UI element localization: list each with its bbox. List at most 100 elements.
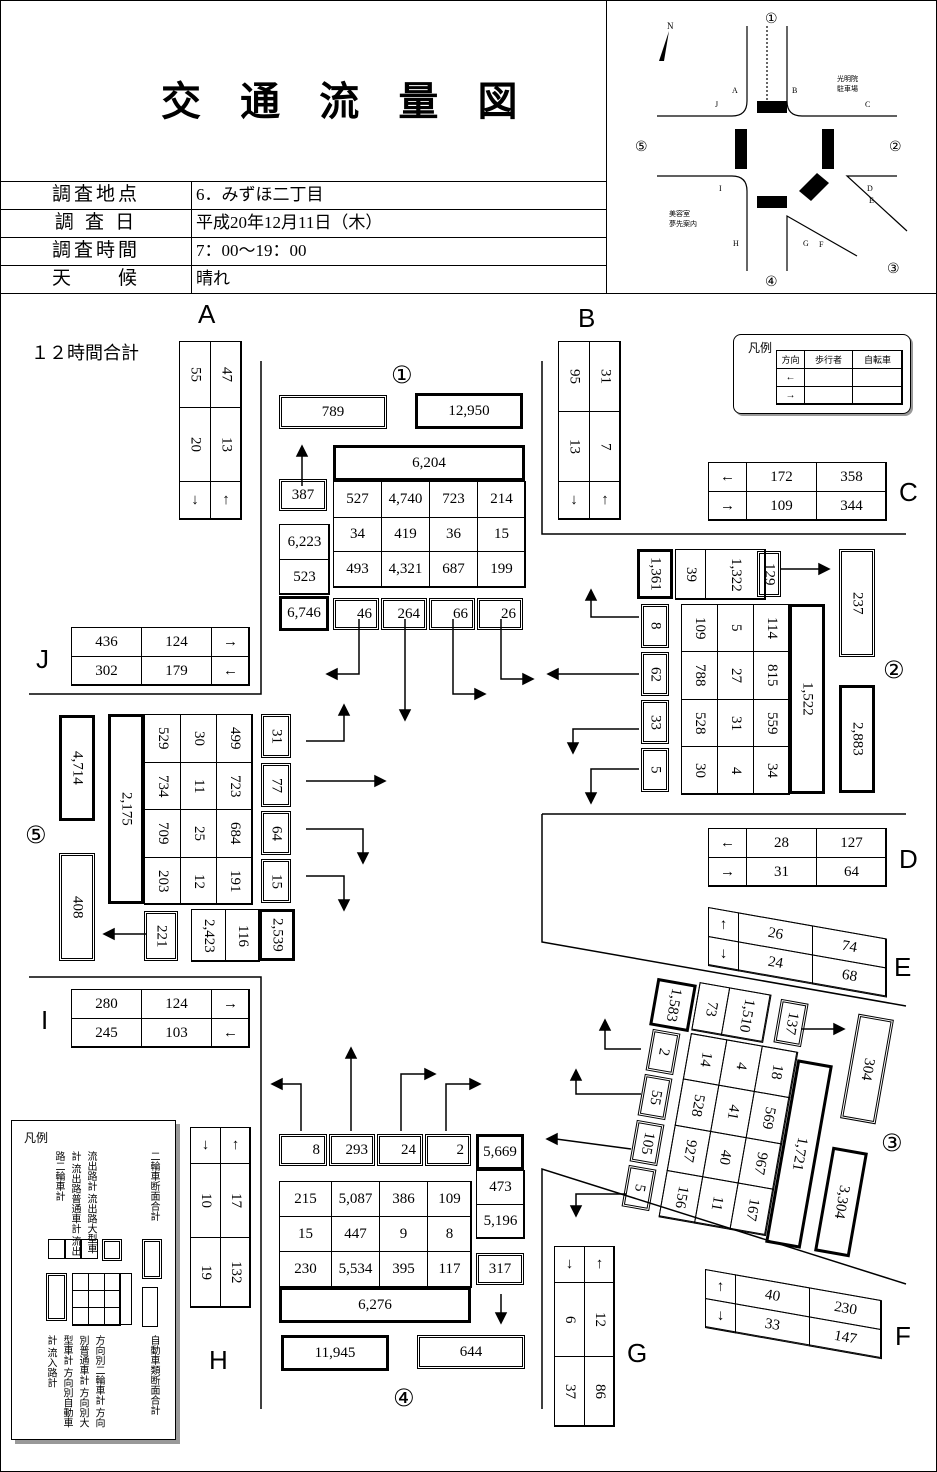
n2-moto-3: 33 [641, 700, 669, 744]
n2-out-total: 237 [839, 549, 875, 657]
svg-text:⑤: ⑤ [635, 139, 648, 155]
legend-top-labels: 流出路計 流出路大型車計 流出路普通車計 流出路二輪車計 [53, 1151, 96, 1256]
weather-label: 天 候 [51, 268, 140, 289]
page-title: 交 通 流 量 図 [161, 80, 532, 124]
svg-text:駐車場: 駐車場 [837, 84, 858, 93]
svg-text:A: A [732, 86, 738, 95]
time-label: 調査時間 [51, 240, 140, 261]
n4-side-total: 5,669 [476, 1134, 524, 1170]
svg-text:光明院: 光明院 [837, 74, 858, 83]
crosswalk-i-label: I [41, 1005, 49, 1035]
svg-text:④: ④ [765, 274, 778, 290]
legend-section-label: 二輪車断面合計 [148, 1151, 159, 1221]
node-2-label: ② [883, 656, 905, 684]
svg-text:②: ② [889, 139, 902, 155]
svg-text:美容室: 美容室 [669, 209, 690, 218]
n2-in-total: 1,522 [789, 604, 825, 794]
n4-out-moto: 317 [476, 1253, 524, 1285]
n5-moto-4: 15 [261, 859, 291, 903]
crosswalk-h-label: H [209, 1345, 228, 1375]
legend-section-label-2: 自動車類断面合計 [148, 1335, 159, 1415]
node-4-label: ④ [393, 1384, 415, 1412]
n4-moto-1: 8 [279, 1134, 327, 1166]
svg-text:③: ③ [887, 261, 900, 277]
svg-text:E: E [869, 196, 874, 205]
n4-section-total: 11,945 [281, 1335, 389, 1371]
legend-counts: 凡例 流出路計 流出路大型車計 流出路普通車計 流出路二輪車計 二輪車断面合計 … [11, 1120, 176, 1440]
crosswalk-a-table: 55 47 20 13 ↓ ↑ [179, 341, 242, 520]
node-1-label: ① [391, 361, 413, 389]
crosswalk-a-label: A [198, 299, 216, 329]
n1-section-total: 12,950 [415, 393, 523, 429]
total-label: １２時間合計 [31, 343, 139, 363]
n1-moto-4: 26 [477, 598, 523, 630]
crosswalk-j-label: J [36, 644, 49, 674]
node-5-label: ⑤ [25, 821, 47, 849]
n2-section-total: 2,883 [839, 685, 875, 793]
location-value: 6．みずほ二丁目 [196, 185, 324, 204]
n4-moto-3: 24 [377, 1134, 423, 1166]
n1-moto-2: 264 [381, 598, 427, 630]
n5-out-moto: 221 [144, 911, 178, 961]
north-label: N [667, 21, 674, 31]
n4-moto-4: 2 [425, 1134, 471, 1166]
legend-bottom-labels: 方向別二輪車計 方向別普通車計 方向別大型車計 方向別自動車計 流入路計 [45, 1335, 104, 1428]
n3-top-total: 1,583 [649, 977, 697, 1033]
n1-out-moto: 387 [279, 479, 327, 511]
header-divider [606, 1, 607, 293]
road-lines [29, 361, 907, 1409]
n4-in-total: 6,276 [279, 1287, 471, 1323]
n5-moto-2: 77 [261, 763, 291, 807]
crosswalk-c-label: C [899, 477, 918, 507]
n1-in-total: 6,204 [333, 445, 525, 481]
svg-text:B: B [792, 86, 797, 95]
legend-crosswalk: 凡例 方向 歩行者 自転車 ← → [733, 334, 911, 414]
n4-out-total: 644 [417, 1335, 525, 1369]
crosswalk-g-label: G [627, 1338, 648, 1368]
crosswalk-e-label: E [894, 952, 912, 982]
crosswalk-b-table: 95 31 13 7 ↓ ↑ [558, 341, 621, 520]
n1-moto-3: 66 [429, 598, 475, 630]
n2-moto-4: 5 [641, 748, 669, 792]
n2-moto-top: 129 [757, 551, 781, 597]
n5-in-total: 2,175 [108, 714, 144, 904]
svg-text:J: J [715, 100, 718, 109]
date-label: 調 査 日 [54, 212, 138, 233]
svg-text:夢先案内: 夢先案内 [669, 219, 697, 228]
n2-moto-1: 8 [641, 604, 669, 648]
crosswalk-b-label: B [578, 303, 596, 333]
info-table: 調査地点 6．みずほ二丁目 調 査 日 平成20年12月11日（木） 調査時間 … [1, 181, 606, 293]
n5-bottom-total: 2,539 [259, 909, 295, 961]
n2-top-total: 1,361 [637, 549, 673, 599]
n5-moto-3: 64 [261, 811, 291, 855]
n5-moto-1: 31 [261, 714, 291, 758]
time-value: 7：00～19：00 [196, 241, 307, 260]
node-3-label: ③ [881, 1129, 903, 1157]
header-bottom-line [1, 293, 936, 294]
svg-text:D: D [867, 184, 873, 193]
n1-moto-1: 46 [333, 598, 379, 630]
n4-moto-2: 293 [329, 1134, 375, 1166]
n5-out-total: 408 [59, 853, 95, 961]
n1-side-total: 6,746 [279, 596, 329, 631]
weather-value: 晴れ [196, 269, 230, 288]
crosswalk-d-label: D [899, 844, 918, 874]
n1-out-total: 789 [279, 395, 387, 429]
location-label: 調査地点 [51, 184, 140, 205]
svg-text:H: H [733, 239, 739, 248]
date-value: 平成20年12月11日（木） [196, 213, 383, 232]
